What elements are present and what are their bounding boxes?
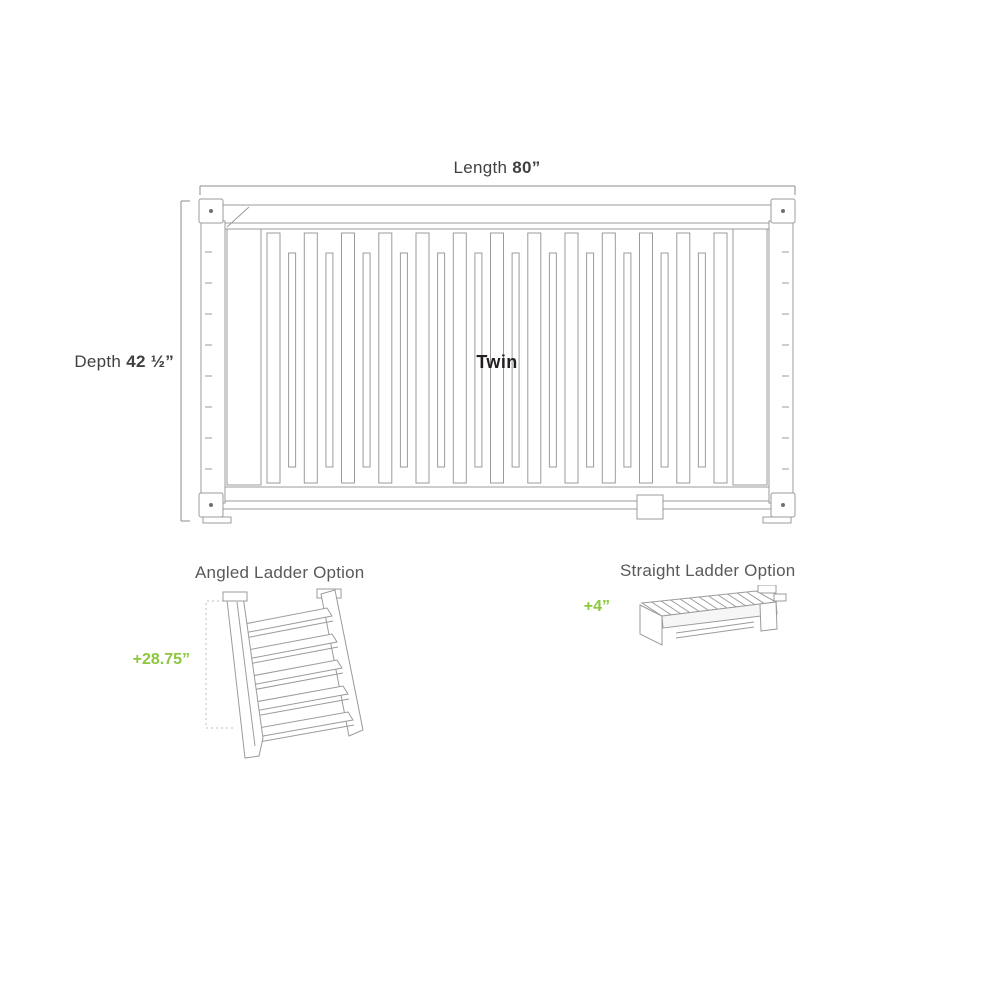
bed-bottom-rail: [218, 486, 776, 510]
angled-ladder-treads: [233, 607, 355, 744]
straight-ladder-drawing: [639, 585, 787, 646]
bed-corner-posts: [198, 198, 796, 518]
bed-side-panel-right: [768, 220, 794, 504]
ladder-hook-icon: [222, 591, 248, 602]
depth-dimension-line: [180, 200, 190, 522]
depth-value: 42 ½”: [126, 352, 174, 371]
straight-ladder-title: Straight Ladder Option: [620, 561, 796, 580]
bed-feet: [202, 494, 792, 524]
bed-slats-short: [288, 252, 706, 468]
ladder-hook-icon: [757, 585, 777, 594]
straight-ladder-slats: [651, 591, 767, 616]
ladder-hook-icon: [773, 593, 787, 602]
straight-ladder-height: +4”: [583, 598, 610, 615]
bed-top-view-drawing: [198, 198, 796, 524]
length-value: 80”: [512, 158, 541, 177]
length-label: Length: [453, 158, 508, 177]
bed-size-label: Twin: [476, 352, 518, 372]
angled-ladder-height: +28.75”: [132, 651, 190, 668]
bed-top-rail: [218, 204, 776, 230]
angled-ladder-drawing: [222, 588, 364, 759]
length-dimension-line: [199, 185, 796, 195]
bed-slats-long: [266, 232, 728, 484]
angled-ladder-title: Angled Ladder Option: [195, 563, 365, 582]
depth-label: Depth: [74, 352, 122, 371]
